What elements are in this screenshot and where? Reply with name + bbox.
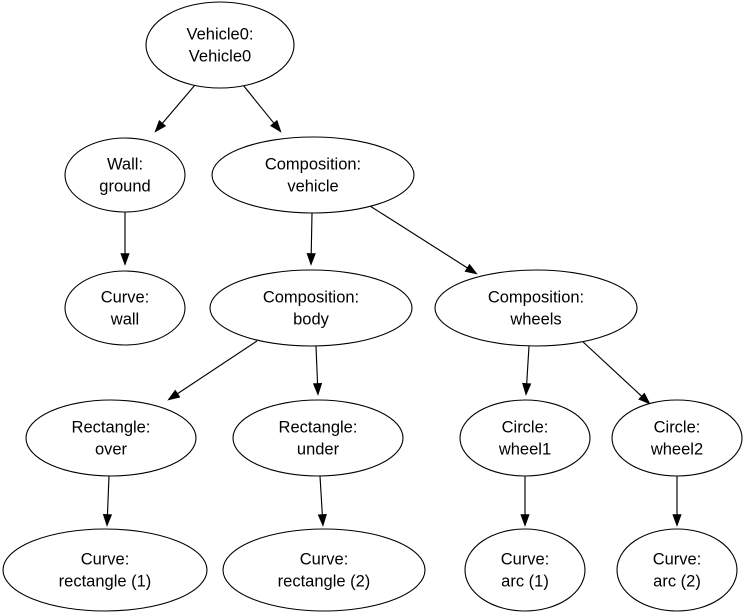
graph-node-composition_wheels[interactable]: Composition: wheels bbox=[434, 269, 638, 347]
node-label-type: Curve: bbox=[300, 550, 349, 568]
node-ellipse[interactable] bbox=[145, 1, 295, 89]
edge-line bbox=[310, 212, 313, 254]
edge-line bbox=[106, 475, 110, 515]
graph-node-curve_arc_2[interactable]: Curve: arc (2) bbox=[616, 528, 738, 612]
graph-node-circle_wheel1[interactable]: Circle: wheel1 bbox=[459, 399, 591, 477]
graph-edge-wall_ground-to-curve_wall bbox=[120, 212, 130, 266]
node-ellipse[interactable] bbox=[64, 137, 186, 213]
node-label-name: wheel2 bbox=[650, 440, 703, 458]
edge-arrowhead bbox=[464, 263, 478, 275]
edge-arrowhead bbox=[317, 513, 327, 527]
graph-edge-composition_vehicle-to-composition_body bbox=[306, 212, 316, 266]
node-label-name: arc (2) bbox=[653, 572, 701, 590]
graph-edge-circle_wheel2-to-curve_arc_2 bbox=[672, 476, 682, 527]
node-label-type: Curve: bbox=[101, 288, 150, 306]
graph-edge-composition_vehicle-to-composition_wheels bbox=[369, 205, 478, 275]
edge-arrowhead bbox=[522, 382, 532, 396]
node-ellipse[interactable] bbox=[232, 399, 404, 477]
edge-arrowhead bbox=[306, 253, 316, 266]
node-ellipse[interactable] bbox=[222, 528, 426, 612]
edge-line bbox=[162, 84, 196, 124]
node-ellipse[interactable] bbox=[464, 528, 586, 612]
node-label-name: rectangle (1) bbox=[59, 572, 152, 590]
node-label-type: Circle: bbox=[654, 418, 701, 436]
graph-edge-vehicle0-to-composition_vehicle bbox=[242, 84, 282, 133]
graph-edge-vehicle0-to-wall_ground bbox=[154, 84, 196, 133]
edge-line bbox=[369, 205, 468, 269]
node-label-type: Wall: bbox=[107, 155, 143, 173]
node-ellipse[interactable] bbox=[459, 399, 591, 477]
node-ellipse[interactable] bbox=[209, 269, 413, 347]
edge-line bbox=[319, 475, 323, 515]
node-label-type: Composition: bbox=[263, 288, 359, 306]
node-label-name: ground bbox=[99, 177, 150, 195]
edge-arrowhead bbox=[269, 119, 282, 133]
graph-node-circle_wheel2[interactable]: Circle: wheel2 bbox=[611, 399, 743, 477]
node-label-type: Curve: bbox=[81, 550, 130, 568]
node-ellipse[interactable] bbox=[211, 136, 415, 214]
node-label-name: rectangle (2) bbox=[278, 572, 371, 590]
node-label-type: Composition: bbox=[488, 288, 584, 306]
node-label-name: vehicle bbox=[287, 177, 338, 195]
edge-arrowhead bbox=[672, 514, 682, 527]
node-ellipse[interactable] bbox=[434, 269, 638, 347]
node-label-name: Vehicle0 bbox=[189, 47, 251, 65]
graph-edge-rectangle_over-to-curve_rectangle_1 bbox=[102, 475, 113, 527]
graph-node-composition_vehicle[interactable]: Composition: vehicle bbox=[211, 136, 415, 214]
node-ellipse[interactable] bbox=[25, 399, 197, 477]
graph-node-rectangle_under[interactable]: Rectangle: under bbox=[232, 399, 404, 477]
node-label-name: body bbox=[293, 310, 330, 328]
graph-node-curve_rectangle_2[interactable]: Curve: rectangle (2) bbox=[222, 528, 426, 612]
node-label-name: wall bbox=[110, 310, 139, 328]
edge-arrowhead bbox=[312, 383, 323, 396]
node-label-type: Composition: bbox=[265, 155, 361, 173]
graph-node-curve_rectangle_1[interactable]: Curve: rectangle (1) bbox=[2, 528, 208, 612]
edge-line bbox=[315, 345, 319, 384]
graph-node-rectangle_over[interactable]: Rectangle: over bbox=[25, 399, 197, 477]
node-label-name: wheels bbox=[509, 310, 561, 328]
edge-arrowhead bbox=[120, 253, 130, 266]
node-label-type: Curve: bbox=[653, 550, 702, 568]
node-label-name: wheel1 bbox=[498, 440, 551, 458]
node-label-type: Rectangle: bbox=[279, 418, 358, 436]
graph-edge-composition_body-to-rectangle_under bbox=[312, 345, 323, 396]
graph-edge-composition_wheels-to-circle_wheel1 bbox=[522, 345, 532, 396]
graph-node-curve_arc_1[interactable]: Curve: arc (1) bbox=[464, 528, 586, 612]
edges-layer bbox=[102, 84, 682, 527]
node-label-type: Rectangle: bbox=[72, 418, 151, 436]
graph-edge-composition_wheels-to-circle_wheel2 bbox=[580, 339, 651, 405]
graph-node-wall_ground[interactable]: Wall: ground bbox=[64, 137, 186, 213]
edge-arrowhead bbox=[102, 514, 113, 527]
node-label-name: over bbox=[95, 440, 128, 458]
node-ellipse[interactable] bbox=[611, 399, 743, 477]
node-ellipse[interactable] bbox=[616, 528, 738, 612]
edge-arrowhead bbox=[167, 389, 181, 401]
graph-node-composition_body[interactable]: Composition: body bbox=[209, 269, 413, 347]
edge-arrowhead bbox=[154, 120, 167, 133]
node-label-name: arc (1) bbox=[501, 572, 549, 590]
node-label-type: Vehicle0: bbox=[187, 25, 254, 43]
edge-line bbox=[580, 339, 642, 397]
graph-edge-circle_wheel1-to-curve_arc_1 bbox=[520, 476, 530, 527]
node-label-type: Circle: bbox=[502, 418, 549, 436]
graph-node-vehicle0[interactable]: Vehicle0: Vehicle0 bbox=[145, 1, 295, 89]
node-ellipse[interactable] bbox=[2, 528, 208, 612]
edge-arrowhead bbox=[520, 514, 530, 527]
graph-edge-rectangle_under-to-curve_rectangle_2 bbox=[317, 475, 327, 527]
edge-arrowhead bbox=[638, 392, 651, 405]
graph-node-curve_wall[interactable]: Curve: wall bbox=[64, 270, 186, 346]
node-ellipse[interactable] bbox=[64, 270, 186, 346]
edge-line bbox=[177, 340, 258, 395]
node-label-name: under bbox=[297, 440, 340, 458]
edge-line bbox=[242, 84, 275, 124]
edge-line bbox=[526, 345, 530, 384]
graph-edge-composition_body-to-rectangle_over bbox=[167, 340, 258, 401]
node-label-type: Curve: bbox=[501, 550, 550, 568]
